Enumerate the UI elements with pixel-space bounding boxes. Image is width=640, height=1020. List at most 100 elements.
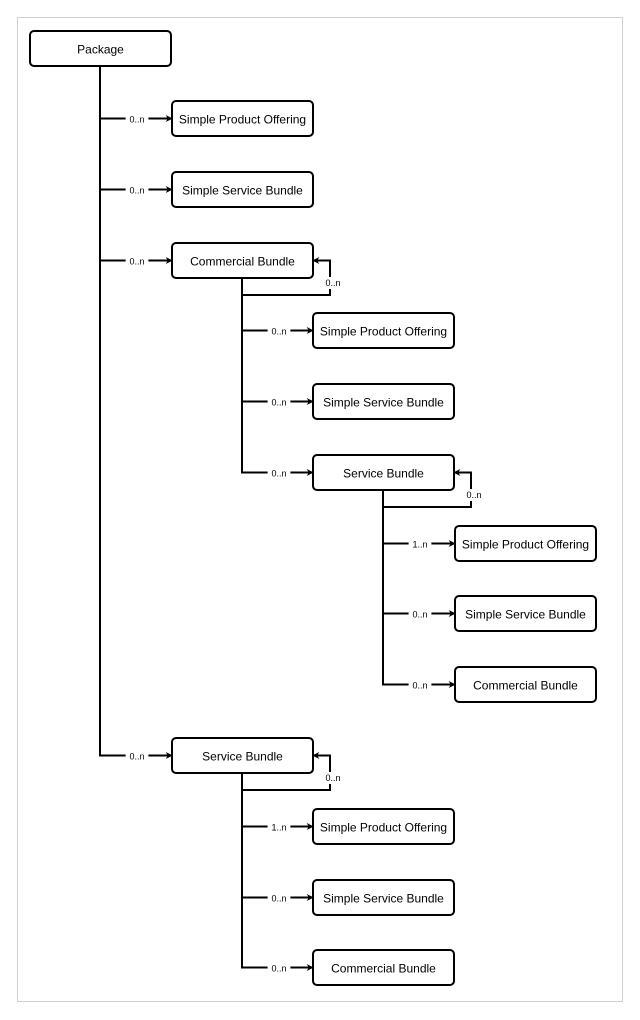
- cardinality-text: 0..n: [271, 964, 286, 974]
- node-box[interactable]: [171, 737, 314, 774]
- edge-n3-to-n5: [241, 278, 314, 405]
- edge-n3-to-n4: [241, 278, 314, 334]
- edge-n0-to-n3: [99, 66, 173, 264]
- diagram-frame: [17, 17, 623, 1002]
- cardinality-text: 0..n: [325, 773, 340, 783]
- node-box[interactable]: [171, 171, 314, 208]
- cardinality-background: [408, 679, 432, 692]
- node-label: Package: [77, 43, 124, 57]
- node-box[interactable]: [171, 100, 314, 137]
- edge-n6-to-n9: [382, 490, 456, 688]
- node-box[interactable]: [312, 879, 455, 916]
- edge-n0-to-n10: [99, 66, 173, 759]
- node-label: Commercial Bundle: [331, 962, 436, 976]
- node-label: Commercial Bundle: [190, 255, 295, 269]
- node-n12[interactable]: Simple Service Bundle: [312, 879, 455, 916]
- cardinality-text: 0..n: [412, 681, 427, 691]
- cardinality-label: 1..n: [267, 821, 291, 834]
- cardinality-label: 0..n: [267, 962, 291, 975]
- edge-n6-to-n8: [382, 490, 456, 617]
- node-box[interactable]: [454, 595, 597, 632]
- cardinality-label: 0..n: [125, 113, 149, 126]
- node-n11[interactable]: Simple Product Offering: [312, 808, 455, 845]
- cardinality-text: 0..n: [412, 610, 427, 620]
- cardinality-text: 0..n: [271, 398, 286, 408]
- node-box[interactable]: [312, 312, 455, 349]
- cardinality-text: 0..n: [129, 186, 144, 196]
- node-n10[interactable]: Service Bundle: [171, 737, 314, 774]
- edge-n0-to-n2: [99, 66, 173, 193]
- edge-n10-to-n12: [241, 773, 314, 901]
- cardinality-background: [321, 277, 345, 289]
- node-label: Simple Service Bundle: [465, 608, 586, 622]
- cardinality-background: [125, 750, 149, 763]
- cardinality-text: 1..n: [271, 823, 286, 833]
- node-box[interactable]: [312, 949, 455, 986]
- cardinality-background: [408, 608, 432, 621]
- edge-n10-to-n13: [241, 773, 314, 971]
- edge-n6-to-n7: [382, 490, 456, 547]
- node-n5[interactable]: Simple Service Bundle: [312, 383, 455, 420]
- node-label: Commercial Bundle: [473, 679, 578, 693]
- node-n2[interactable]: Simple Service Bundle: [171, 171, 314, 208]
- node-label: Simple Product Offering: [320, 821, 447, 835]
- cardinality-label: 0..n: [267, 467, 291, 480]
- node-box[interactable]: [312, 454, 455, 491]
- cardinality-text: 1..n: [412, 540, 427, 550]
- node-box[interactable]: [454, 666, 597, 703]
- node-n1[interactable]: Simple Product Offering: [171, 100, 314, 137]
- cardinality-background: [267, 892, 291, 905]
- cardinality-label: 0..n: [125, 750, 149, 763]
- node-label: Simple Service Bundle: [182, 184, 303, 198]
- cardinality-label: 0..n: [321, 277, 345, 289]
- cardinality-text: 0..n: [129, 752, 144, 762]
- node-n9[interactable]: Commercial Bundle: [454, 666, 597, 703]
- node-n3[interactable]: Commercial Bundle: [171, 242, 314, 279]
- cardinality-text: 0..n: [129, 115, 144, 125]
- cardinality-background: [267, 962, 291, 975]
- cardinality-label: 0..n: [462, 489, 486, 501]
- cardinality-label: 0..n: [267, 396, 291, 409]
- cardinality-label: 0..n: [267, 325, 291, 338]
- node-box[interactable]: [29, 30, 172, 67]
- node-label: Simple Service Bundle: [323, 892, 444, 906]
- cardinality-label: 1..n: [408, 538, 432, 551]
- cardinality-label: 0..n: [125, 255, 149, 268]
- node-n13[interactable]: Commercial Bundle: [312, 949, 455, 986]
- cardinality-background: [321, 772, 345, 784]
- node-n4[interactable]: Simple Product Offering: [312, 312, 455, 349]
- node-n6[interactable]: Service Bundle: [312, 454, 455, 491]
- cardinality-text: 0..n: [466, 490, 481, 500]
- cardinality-label: 0..n: [408, 679, 432, 692]
- cardinality-background: [267, 467, 291, 480]
- node-label: Simple Product Offering: [462, 538, 589, 552]
- labels-layer: 0..n 0..n 0..n 0..n 0..n 0..n 0..n 0..n 1..n 0..n…: [125, 113, 486, 975]
- edge-n3-to-n6: [241, 278, 314, 476]
- cardinality-label: 0..n: [267, 892, 291, 905]
- node-n8[interactable]: Simple Service Bundle: [454, 595, 597, 632]
- edge-n10-to-n11: [241, 773, 314, 830]
- cardinality-text: 0..n: [271, 469, 286, 479]
- cardinality-label: 0..n: [321, 772, 345, 784]
- node-label: Service Bundle: [343, 467, 424, 481]
- cardinality-background: [125, 184, 149, 197]
- cardinality-background: [267, 821, 291, 834]
- cardinality-text: 0..n: [129, 257, 144, 267]
- node-n0[interactable]: Package: [29, 30, 172, 67]
- node-box[interactable]: [171, 242, 314, 279]
- node-label: Simple Product Offering: [179, 113, 306, 127]
- node-box[interactable]: [312, 808, 455, 845]
- node-box[interactable]: [312, 383, 455, 420]
- cardinality-background: [125, 113, 149, 126]
- node-label: Service Bundle: [202, 750, 283, 764]
- node-box[interactable]: [454, 525, 597, 562]
- cardinality-label: 0..n: [408, 608, 432, 621]
- node-label: Simple Product Offering: [320, 325, 447, 339]
- cardinality-background: [408, 538, 432, 551]
- node-n7[interactable]: Simple Product Offering: [454, 525, 597, 562]
- cardinality-background: [462, 489, 486, 501]
- cardinality-background: [125, 255, 149, 268]
- node-label: Simple Service Bundle: [323, 396, 444, 410]
